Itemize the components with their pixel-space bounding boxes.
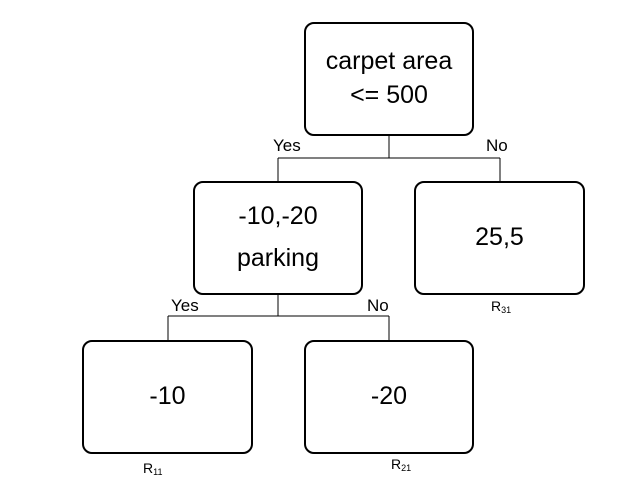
root-node-carpet-area: carpet area <= 500 bbox=[304, 22, 474, 136]
root-condition-line1: carpet area bbox=[325, 47, 453, 76]
region-letter: R bbox=[391, 456, 402, 472]
region-subscript: 11 bbox=[153, 467, 163, 477]
right-leaf-node: 25,5 bbox=[414, 181, 585, 295]
leaf-yes-node: -10 bbox=[82, 340, 253, 454]
parking-yes-label: Yes bbox=[171, 296, 199, 315]
leaf-no-value: -20 bbox=[370, 382, 408, 411]
region-subscript: 31 bbox=[501, 305, 512, 315]
parking-values: -10,-20 bbox=[238, 202, 318, 231]
region-letter: R bbox=[143, 460, 154, 476]
right-leaf-value: 25,5 bbox=[475, 223, 524, 252]
parking-no-label: No bbox=[367, 296, 389, 315]
right-leaf-region-label: R31 bbox=[491, 298, 512, 315]
root-yes-label: Yes bbox=[273, 136, 301, 155]
leaf-no-node: -20 bbox=[304, 340, 474, 454]
region-letter: R bbox=[491, 298, 502, 314]
parking-node: -10,-20 parking bbox=[193, 181, 363, 295]
root-no-label: No bbox=[486, 136, 508, 155]
region-subscript: 21 bbox=[401, 463, 412, 473]
parking-feature: parking bbox=[237, 244, 319, 272]
root-condition-line2: <= 500 bbox=[350, 81, 428, 109]
leaf-yes-region-label: R11 bbox=[143, 460, 163, 477]
leaf-yes-value: -10 bbox=[149, 382, 186, 411]
leaf-no-region-label: R21 bbox=[391, 456, 412, 473]
